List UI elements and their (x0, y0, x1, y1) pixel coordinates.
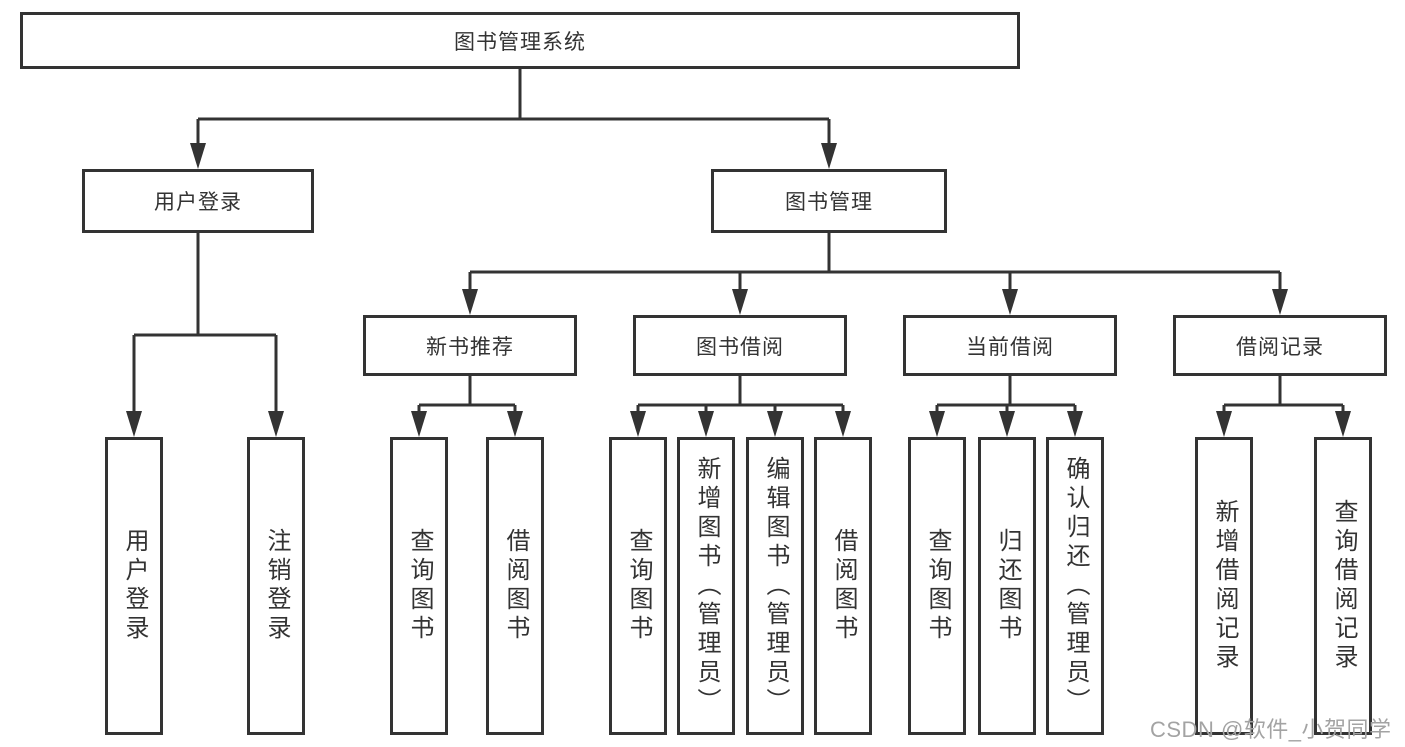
leaf-borrow-books-recommend: 借阅图书 (486, 437, 544, 735)
leaf-logout: 注销登录 (247, 437, 305, 735)
node-current-borrowing: 当前借阅 (903, 315, 1117, 376)
leaf-query-books-recommend: 查询图书 (390, 437, 448, 735)
node-borrowing-records: 借阅记录 (1173, 315, 1387, 376)
node-book-borrowing: 图书借阅 (633, 315, 847, 376)
leaf-add-books-admin: 新增图书（管理员） (677, 437, 735, 735)
leaf-query-books-borrow: 查询图书 (609, 437, 667, 735)
leaf-edit-books-admin: 编辑图书（管理员） (746, 437, 804, 735)
leaf-query-books-current: 查询图书 (908, 437, 966, 735)
node-new-book-recommendation: 新书推荐 (363, 315, 577, 376)
leaf-confirm-return-admin: 确认归还（管理员） (1046, 437, 1104, 735)
leaf-add-borrow-record: 新增借阅记录 (1195, 437, 1253, 735)
leaf-return-books: 归还图书 (978, 437, 1036, 735)
leaf-user-login: 用户登录 (105, 437, 163, 735)
node-book-management-system: 图书管理系统 (20, 12, 1020, 69)
node-user-login: 用户登录 (82, 169, 314, 233)
leaf-borrow-books: 借阅图书 (814, 437, 872, 735)
node-book-management: 图书管理 (711, 169, 947, 233)
leaf-query-borrow-record: 查询借阅记录 (1314, 437, 1372, 735)
